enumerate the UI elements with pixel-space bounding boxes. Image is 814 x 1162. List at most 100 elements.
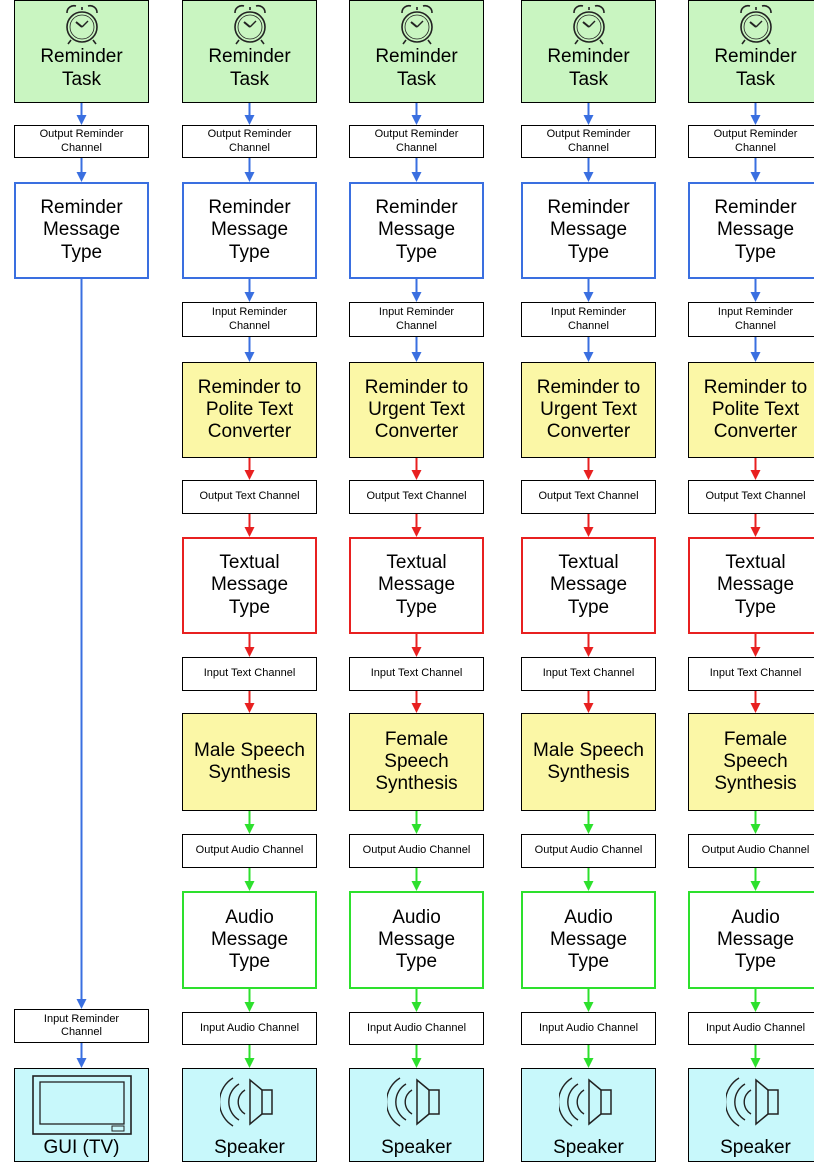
arrowhead: [411, 703, 422, 713]
column-5-reminder-message-type: Reminder Message Type: [688, 182, 814, 279]
speaker-icon: [386, 1077, 440, 1127]
arrowhead: [750, 1058, 761, 1068]
column-3-reminder-task: Reminder Task: [349, 0, 484, 103]
arrowhead: [244, 824, 255, 834]
column-4-input-audio-channel-label: Input Audio Channel: [538, 1021, 639, 1034]
column-4-output-reminder-channel: Output Reminder Channel: [521, 125, 656, 158]
column-5-output-audio-channel: Output Audio Channel: [688, 834, 814, 868]
arrowhead: [76, 999, 87, 1009]
column-2-reminder-message-type: Reminder Message Type: [182, 182, 317, 279]
column-2-text-converter: Reminder to Polite Text Converter: [182, 362, 317, 458]
column-5-reminder-task-label: Reminder Task: [714, 45, 797, 90]
column-2-input-text-channel-label: Input Text Channel: [203, 667, 296, 680]
column-5-speech-synthesis-label: Female Speech Synthesis: [714, 728, 797, 795]
column-5-text-converter: Reminder to Polite Text Converter: [688, 362, 814, 458]
column-3-textual-message-type: Textual Message Type: [349, 537, 484, 634]
column-3-audio-message-type-label: Audio Message Type: [377, 906, 456, 973]
column-2-input-audio-channel: Input Audio Channel: [182, 1012, 317, 1045]
column-2-audio-message-type-label: Audio Message Type: [210, 906, 289, 973]
arrowhead: [244, 292, 255, 302]
column-1-output-reminder-channel: Output Reminder Channel: [14, 125, 149, 158]
arrowhead: [583, 352, 594, 362]
column-2-input-reminder-channel: Input Reminder Channel: [182, 302, 317, 337]
column-4-reminder-message-type: Reminder Message Type: [521, 182, 656, 279]
arrowhead: [76, 1058, 87, 1068]
arrowhead: [750, 527, 761, 537]
arrowhead: [244, 1002, 255, 1012]
tv-icon: [31, 1075, 132, 1135]
column-3-output-reminder-channel-label: Output Reminder Channel: [374, 128, 459, 154]
column-5-output-audio-channel-label: Output Audio Channel: [701, 844, 810, 857]
column-5-input-reminder-channel: Input Reminder Channel: [688, 302, 814, 337]
column-5-textual-message-type: Textual Message Type: [688, 537, 814, 634]
arrowhead: [76, 172, 87, 182]
column-3-output-text-channel: Output Text Channel: [349, 480, 484, 514]
arrowhead: [583, 1058, 594, 1068]
alarm-clock-icon: [400, 4, 433, 45]
column-4-text-converter: Reminder to Urgent Text Converter: [521, 362, 656, 458]
arrowhead: [244, 703, 255, 713]
arrowhead: [411, 292, 422, 302]
column-5-speech-synthesis: Female Speech Synthesis: [688, 713, 814, 811]
column-2-output-reminder-channel-label: Output Reminder Channel: [207, 128, 292, 154]
arrowhead: [411, 881, 422, 891]
column-5-input-text-channel: Input Text Channel: [688, 657, 814, 691]
arrowhead: [411, 1002, 422, 1012]
arrowhead: [583, 703, 594, 713]
arrowhead: [583, 881, 594, 891]
column-5-output-reminder-channel-label: Output Reminder Channel: [713, 128, 798, 154]
column-3-output-text-channel-label: Output Text Channel: [366, 490, 467, 503]
arrowhead: [750, 647, 761, 657]
column-3-reminder-message-type: Reminder Message Type: [349, 182, 484, 279]
column-2-text-converter-label: Reminder to Polite Text Converter: [197, 376, 302, 443]
column-1-reminder-message-type: Reminder Message Type: [14, 182, 149, 279]
arrowhead: [750, 470, 761, 480]
arrowhead: [244, 527, 255, 537]
column-4-reminder-message-type-label: Reminder Message Type: [547, 197, 630, 263]
arrowhead: [244, 352, 255, 362]
arrowhead: [244, 172, 255, 182]
arrowhead: [583, 115, 594, 125]
column-4-output-device-label: Speaker: [553, 1136, 624, 1158]
column-2-input-text-channel: Input Text Channel: [182, 657, 317, 691]
column-3-text-converter: Reminder to Urgent Text Converter: [349, 362, 484, 458]
column-3-audio-message-type: Audio Message Type: [349, 891, 484, 989]
column-3-reminder-task-label: Reminder Task: [375, 45, 458, 90]
column-5-input-text-channel-label: Input Text Channel: [709, 667, 802, 680]
arrowhead: [411, 470, 422, 480]
arrowhead: [750, 115, 761, 125]
column-5-output-text-channel-label: Output Text Channel: [705, 490, 806, 503]
column-4-input-reminder-channel: Input Reminder Channel: [521, 302, 656, 337]
column-4-input-reminder-channel-label: Input Reminder Channel: [550, 306, 627, 332]
column-2-input-audio-channel-label: Input Audio Channel: [199, 1021, 300, 1034]
column-3-text-converter-label: Reminder to Urgent Text Converter: [364, 376, 469, 443]
speaker-icon: [558, 1077, 612, 1127]
arrowhead: [583, 1002, 594, 1012]
column-4-text-converter-label: Reminder to Urgent Text Converter: [536, 376, 641, 443]
arrowhead: [750, 881, 761, 891]
arrowhead: [411, 352, 422, 362]
column-1-output-device: GUI (TV): [14, 1068, 149, 1162]
column-2-output-audio-channel-label: Output Audio Channel: [195, 844, 304, 857]
arrowhead: [244, 647, 255, 657]
column-5-output-device-label: Speaker: [720, 1136, 791, 1158]
column-2-textual-message-type: Textual Message Type: [182, 537, 317, 634]
arrowhead: [411, 115, 422, 125]
arrowhead: [583, 527, 594, 537]
column-5-output-reminder-channel: Output Reminder Channel: [688, 125, 814, 158]
column-2-audio-message-type: Audio Message Type: [182, 891, 317, 989]
column-2-output-reminder-channel: Output Reminder Channel: [182, 125, 317, 158]
column-3-output-device-label: Speaker: [381, 1136, 452, 1158]
arrowhead: [750, 824, 761, 834]
arrowhead: [750, 352, 761, 362]
column-5-reminder-task: Reminder Task: [688, 0, 814, 103]
column-3-input-reminder-channel-label: Input Reminder Channel: [378, 306, 455, 332]
arrowhead: [411, 1058, 422, 1068]
column-4-output-audio-channel: Output Audio Channel: [521, 834, 656, 868]
column-3-speech-synthesis: Female Speech Synthesis: [349, 713, 484, 811]
speaker-icon: [725, 1077, 779, 1127]
column-2-output-audio-channel: Output Audio Channel: [182, 834, 317, 868]
column-5-input-reminder-channel-label: Input Reminder Channel: [717, 306, 794, 332]
column-3-output-audio-channel: Output Audio Channel: [349, 834, 484, 868]
column-1-output-reminder-channel-label: Output Reminder Channel: [39, 128, 124, 154]
